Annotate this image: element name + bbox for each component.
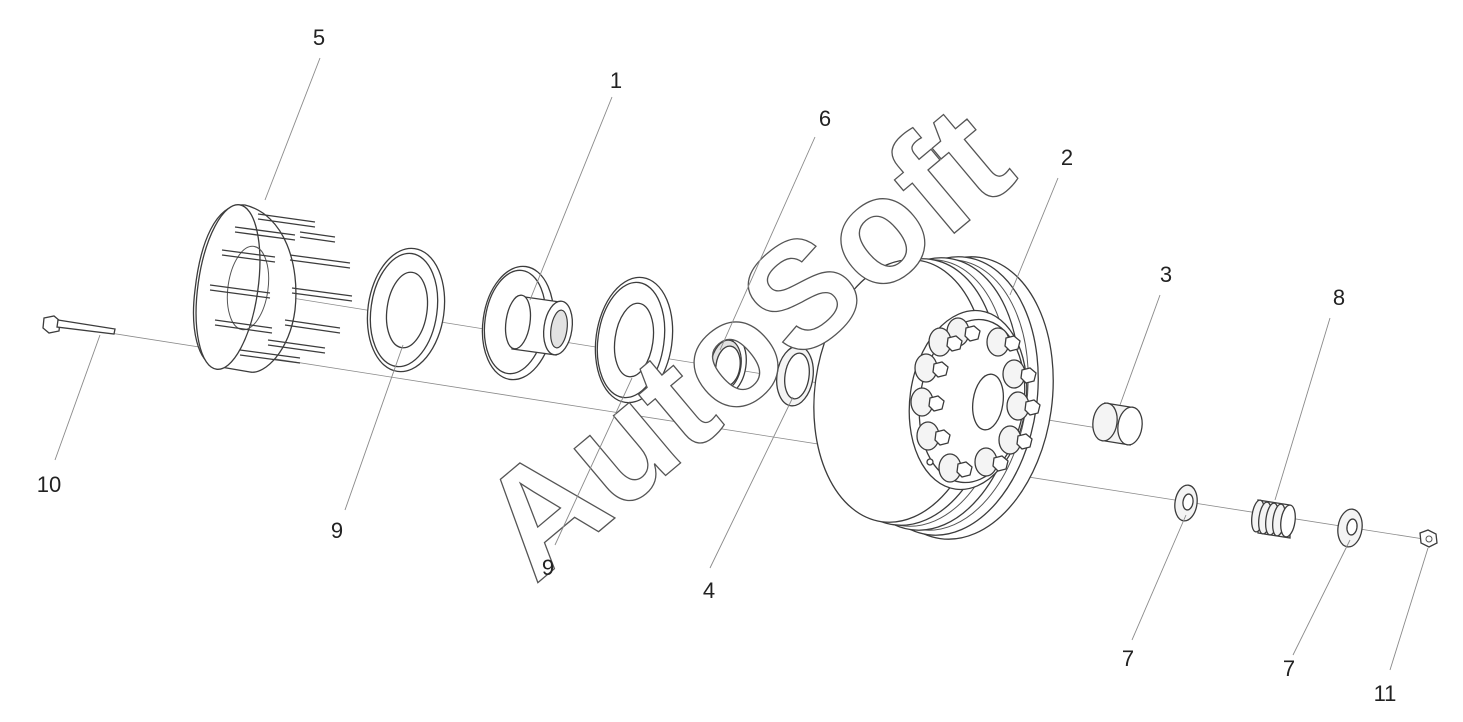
callout-9a: 9 [331,518,343,543]
pulley-bolts [910,317,1041,483]
part-8-spring [1251,499,1296,539]
callout-10: 10 [37,472,61,497]
callout-9b: 9 [542,555,554,580]
callout-3: 3 [1160,262,1172,287]
part-7-washer-right [1337,508,1363,548]
callout-4: 4 [703,578,715,603]
part-11-nut [1419,529,1438,548]
part-5-hub [192,204,353,373]
part-3-sleeve [1092,402,1143,446]
callout-11: 11 [1374,681,1397,706]
callout-6: 6 [819,106,831,131]
part-10-bolt [42,315,116,335]
part-6-spring-ring [701,330,747,398]
callout-5: 5 [313,25,325,50]
part-4-seal-ring [776,345,814,407]
callout-1: 1 [610,68,622,93]
leader-lines [54,57,1429,671]
part-1-flanged-bushing [481,265,574,381]
part-7-washer-left [1174,484,1198,522]
hub-studs [209,213,353,364]
part-9-washer-left [366,247,446,373]
assembly-axis-lower [109,332,1431,541]
part-2-pulley [813,256,1054,540]
callout-7b: 7 [1283,656,1295,681]
callout-7a: 7 [1122,646,1134,671]
callout-2: 2 [1061,145,1073,170]
callout-8: 8 [1333,285,1345,310]
callouts: 5 1 6 2 3 8 10 9 9 4 7 7 11 [37,25,1397,706]
part-9-washer-right [594,276,674,404]
